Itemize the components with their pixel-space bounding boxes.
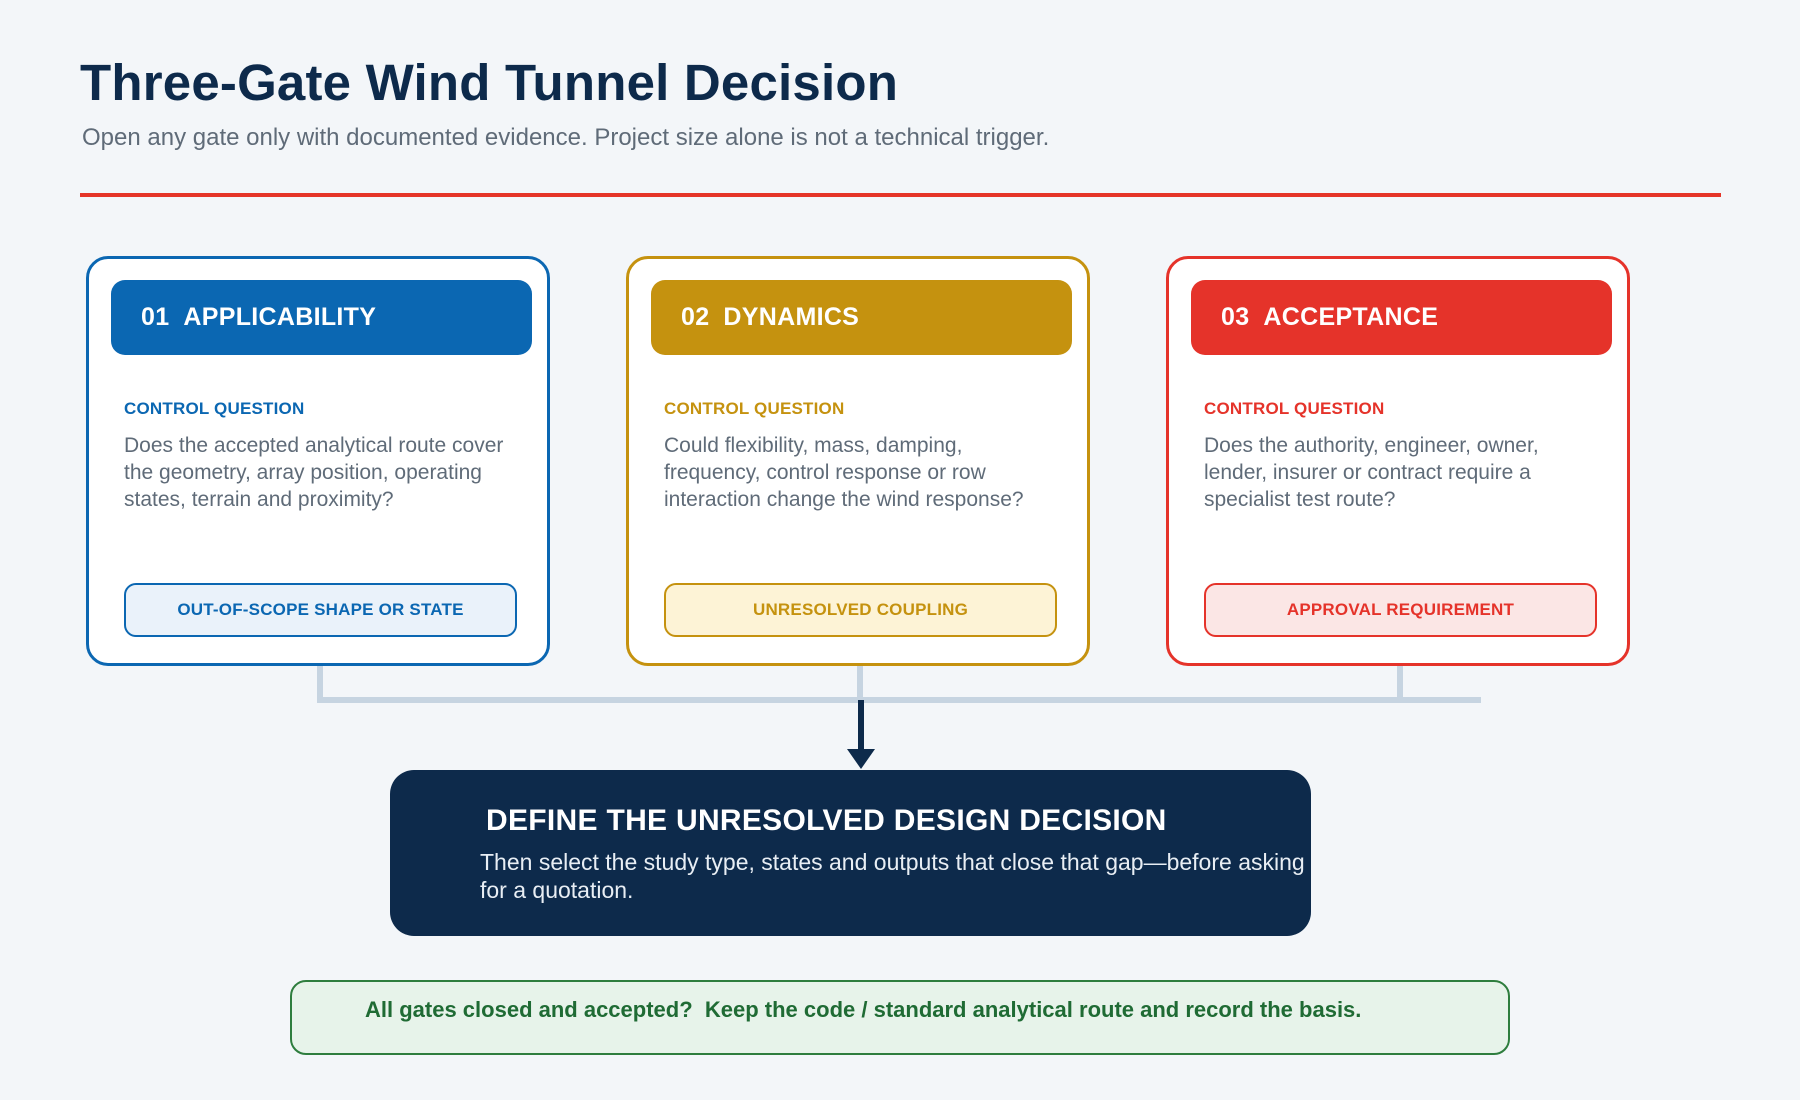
control-question-label: CONTROL QUESTION: [124, 399, 305, 418]
decision-body: Then select the study type, states and o…: [480, 849, 1305, 903]
control-question-text: Does the authority, engineer, owner, len…: [1204, 434, 1539, 511]
gate-trigger-badge: OUT-OF-SCOPE SHAPE OR STATE: [124, 583, 517, 637]
decision-title: DEFINE THE UNRESOLVED DESIGN DECISION: [486, 804, 1167, 837]
gate-header: 03 ACCEPTANCE: [1191, 280, 1612, 355]
gate-header: 01 APPLICABILITY: [111, 280, 532, 355]
page-title: Three-Gate Wind Tunnel Decision: [80, 54, 899, 111]
connector-stub-gate3: [1397, 666, 1403, 700]
page-subtitle: Open any gate only with documented evide…: [82, 124, 1050, 151]
gate-number: 01: [141, 303, 170, 331]
connector-stub-gate1: [317, 666, 323, 700]
gate-trigger-badge: UNRESOLVED COUPLING: [664, 583, 1057, 637]
fallback-note: All gates closed and accepted? Keep the …: [290, 980, 1510, 1055]
control-question-label: CONTROL QUESTION: [1204, 399, 1385, 418]
gate-card-acceptance: 03 ACCEPTANCE CONTROL QUESTION Does the a…: [1166, 256, 1630, 666]
control-question-label: CONTROL QUESTION: [664, 399, 845, 418]
title-divider: [80, 193, 1721, 197]
gate-name: ACCEPTANCE: [1263, 303, 1439, 331]
control-question-text: Does the accepted analytical route cover…: [124, 434, 504, 511]
gate-card-dynamics: 02 DYNAMICS CONTROL QUESTION Could flexib…: [626, 256, 1090, 666]
decision-box: DEFINE THE UNRESOLVED DESIGN DECISION Th…: [390, 770, 1311, 936]
gate-name: APPLICABILITY: [183, 303, 377, 331]
arrow-down-icon: [847, 749, 875, 769]
gate-card-applicability: 01 APPLICABILITY CONTROL QUESTION Does th…: [86, 256, 550, 666]
arrow-shaft: [858, 700, 864, 752]
connector-bus: [317, 697, 1481, 703]
gate-trigger-badge: APPROVAL REQUIREMENT: [1204, 583, 1597, 637]
gate-number: 02: [681, 303, 710, 331]
gate-name: DYNAMICS: [723, 303, 860, 331]
gate-number: 03: [1221, 303, 1250, 331]
control-question-text: Could flexibility, mass, damping, freque…: [664, 434, 1024, 511]
gate-header: 02 DYNAMICS: [651, 280, 1072, 355]
connector-stub-gate2: [857, 666, 863, 700]
